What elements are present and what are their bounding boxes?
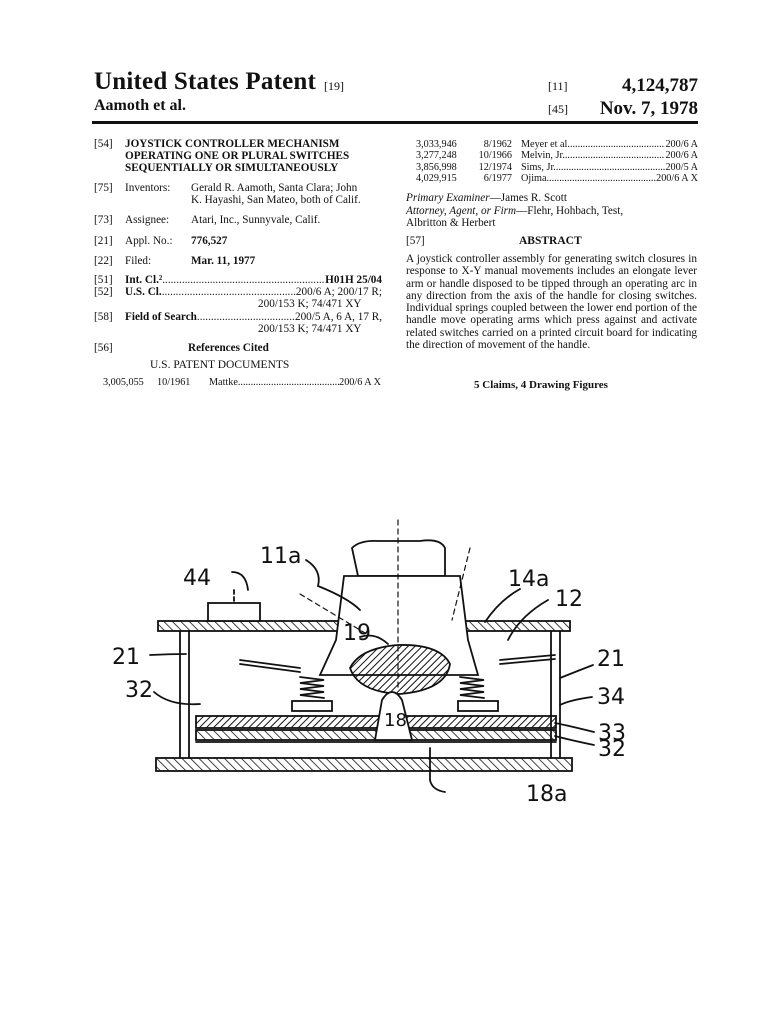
figure-label: 32 [598,737,626,762]
ref-class: 200/6 A [665,139,698,150]
us-cl-value1: 200/6 A; 200/17 R; [295,286,382,298]
figure-label: 18a [526,782,567,807]
ref-class: 200/6 A X [339,377,381,388]
figure-label: 19 [343,621,371,646]
field-of-search-value1: 200/5 A, 6 A, 17 R, [294,311,382,323]
field-75-label: Inventors: [125,182,171,194]
field-22-code: [22] [94,255,113,267]
attorney-value-2: Albritton & Herbert [406,217,496,229]
figure-label: 33 [598,721,626,746]
us-cl-value2: 200/153 K; 74/471 XY [258,298,362,310]
base-plate [155,757,573,772]
figure-label: 18 [384,710,407,731]
patent-title: United States Patent [94,68,317,95]
field-73-code: [73] [94,214,113,226]
field-54-code: [54] [94,138,113,150]
patent-date: Nov. 7, 1978 [599,98,698,119]
figure-label: 14a [508,567,549,592]
ref-row-left: 3,005,055 10/1961 Mattke ...............… [103,377,381,388]
ref-class: 200/5 A [665,161,698,173]
ref-number: 3,033,946 [416,139,457,150]
abstract-text: A joystick controller assembly for gener… [406,253,697,352]
field-54-line1: JOYSTICK CONTROLLER MECHANISM [125,138,340,150]
attorney-value: —Flehr, Hohbach, Test, [516,205,624,217]
table-row: 4,029,915 6/1977 Ojima .................… [416,173,698,184]
ref-class: 200/6 A X [656,172,698,184]
us-patent-documents-title: U.S. PATENT DOCUMENTS [150,359,290,371]
dot-leader: ........................................… [162,274,325,286]
field-56-code: [56] [94,342,113,354]
authors: Aamoth et al. [94,97,186,114]
inventors-line1: Gerald R. Aamoth, Santa Clara; John [191,182,358,194]
dot-leader: ........................................… [564,150,666,162]
ref-date: 10/1961 [157,377,191,388]
dot-leader: ........................................… [161,286,296,298]
figure-label: 21 [597,647,625,672]
ref-date: 8/1962 [483,139,512,150]
figure-label: 12 [555,587,583,612]
references-cited-title: References Cited [188,342,269,354]
ref-number: 3,005,055 [103,377,144,388]
date-ref: [45] [548,102,568,116]
inventors-line2: K. Hayashi, San Mateo, both of Calif. [191,194,361,206]
int-cl-value: H01H 25/04 [325,274,382,286]
field-51-code: [51] [94,274,113,286]
examiner-value: —James R. Scott [489,192,567,204]
field-73-label: Assignee: [125,214,170,226]
figure-label: 11a [260,544,301,569]
int-cl-label: Int. Cl.² [125,274,163,286]
examiner-label: Primary Examiner [406,192,490,204]
dot-leader: ........................................… [196,311,295,323]
abstract-title: ABSTRACT [519,235,582,247]
figure-label: 21 [112,645,140,670]
ref-date: 10/1966 [478,150,512,162]
appl-no-value: 776,527 [191,235,228,247]
table-row: 3,033,946 8/1962 Meyer et al. ..........… [416,139,698,150]
us-cl-label: U.S. Cl. [125,286,162,298]
ref-name: Ojima [521,172,547,184]
table-row: 3,277,248 10/1966 Melvin, Jr. ..........… [416,150,698,161]
ref-date: 12/1974 [478,161,512,173]
field-54-line2: OPERATING ONE OR PLURAL SWITCHES [125,150,350,162]
claims-info: 5 Claims, 4 Drawing Figures [474,379,608,391]
ref-name: Sims, Jr. [521,161,556,173]
figure-label: 34 [597,685,625,710]
ref-class: 200/6 A [665,150,698,162]
figure-label: 44 [183,566,211,591]
field-75-code: [75] [94,182,113,194]
title-ref: [19] [324,79,344,93]
table-row: 3,856,998 12/1974 Sims, Jr. ............… [416,162,698,173]
field-57-code: [57] [406,235,425,247]
field-21-label: Appl. No.: [125,235,173,247]
dot-leader: ........................................… [555,161,666,173]
ref-number: 3,856,998 [416,161,457,173]
field-52-code: [52] [94,286,113,298]
dot-leader: ........................................… [569,139,666,150]
filed-value: Mar. 11, 1977 [191,255,256,267]
figure-label: 32 [125,678,153,703]
number-ref: [11] [548,79,568,93]
ref-name: Melvin, Jr. [521,150,565,162]
ref-table-right: 3,033,946 8/1962 Meyer et al. ..........… [416,139,698,184]
dot-leader: ........................................… [237,377,340,388]
ref-number: 4,029,915 [416,172,457,184]
assignee-value: Atari, Inc., Sunnyvale, Calif. [191,214,321,226]
dot-leader: ........................................… [546,172,657,184]
ref-name: Meyer et al. [521,139,570,150]
ref-date: 6/1977 [483,172,512,184]
field-22-label: Filed: [125,255,152,267]
header-rule [92,121,698,124]
ref-name: Mattke [209,377,238,388]
field-of-search-label: Field of Search [125,311,197,323]
field-of-search-value2: 200/153 K; 74/471 XY [258,323,362,335]
field-58-code: [58] [94,311,113,323]
field-21-code: [21] [94,235,113,247]
patent-number: 4,124,787 [622,75,698,96]
field-54-line3: SEQUENTIALLY OR SIMULTANEOUSLY [125,162,339,174]
ref-number: 3,277,248 [416,150,457,162]
attorney-label: Attorney, Agent, or Firm [406,205,517,217]
